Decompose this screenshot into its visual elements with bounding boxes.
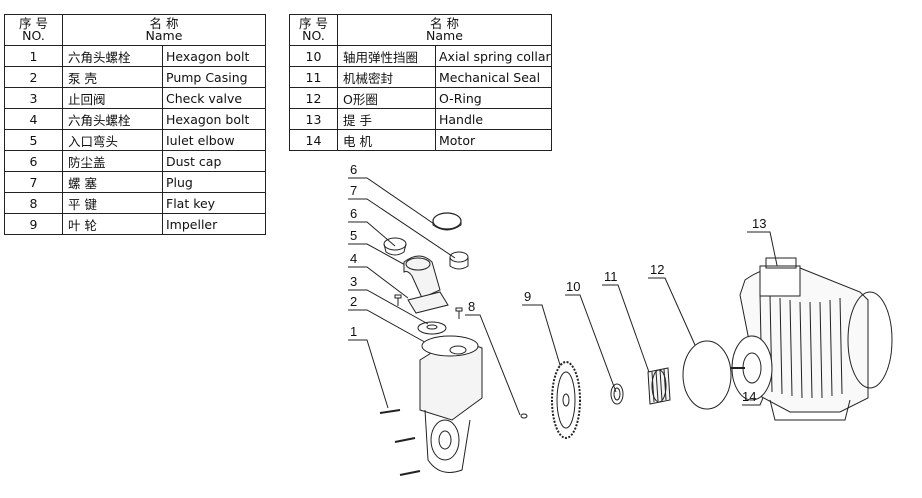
part-number: 11 <box>289 66 338 88</box>
header-no-en: NO. <box>22 28 45 43</box>
part-name-zh: 轴用弹性挡圈 <box>337 45 436 67</box>
callout-label: 12 <box>650 262 664 277</box>
header-no-zh: 序 号 <box>299 16 328 31</box>
part-name-en: Iulet elbow <box>162 129 266 151</box>
callout-label: 2 <box>350 294 357 309</box>
callout-label: 6 <box>350 162 357 177</box>
part-name-en: Hexagon bolt <box>162 45 266 67</box>
part-number: 14 <box>289 129 338 151</box>
header-name-en: Name <box>145 28 183 43</box>
part-name-en: Pump Casing <box>162 66 266 88</box>
callout-label: 8 <box>468 299 475 314</box>
part-name-en: Impeller <box>162 213 266 235</box>
header-name-zh: 名 称 <box>149 16 179 31</box>
callout-label: 7 <box>350 183 357 198</box>
callout-label: 9 <box>524 289 531 304</box>
callout-label: 4 <box>350 251 357 266</box>
callout-label: 10 <box>566 279 580 294</box>
part-name-zh: 叶 轮 <box>62 213 163 235</box>
callout-label: 5 <box>350 228 357 243</box>
part-name-en: Axial spring collar <box>435 45 552 67</box>
callout-label: 14 <box>742 389 756 404</box>
part-name-en: Flat key <box>162 192 266 214</box>
part-name-zh: 六角头螺栓 <box>62 45 163 67</box>
part-name-zh: 电 机 <box>337 129 436 151</box>
part-name-en: Hexagon bolt <box>162 108 266 130</box>
header-no-en: NO. <box>302 28 325 43</box>
header-no-zh: 序 号 <box>19 16 48 31</box>
header-name-en: Name <box>426 28 463 43</box>
part-name-en: Motor <box>435 129 552 151</box>
callout-label: 11 <box>604 269 618 284</box>
callout-label: 6 <box>350 206 357 221</box>
callout-label: 13 <box>752 216 766 231</box>
part-name-zh: 六角头螺栓 <box>62 108 163 130</box>
callout-label: 1 <box>350 324 357 339</box>
part-name-zh: 机械密封 <box>337 66 436 88</box>
part-name-en: O-Ring <box>435 87 552 109</box>
callout-label: 3 <box>350 274 357 289</box>
header-name-zh: 名 称 <box>430 16 459 31</box>
part-number: 10 <box>289 45 338 67</box>
